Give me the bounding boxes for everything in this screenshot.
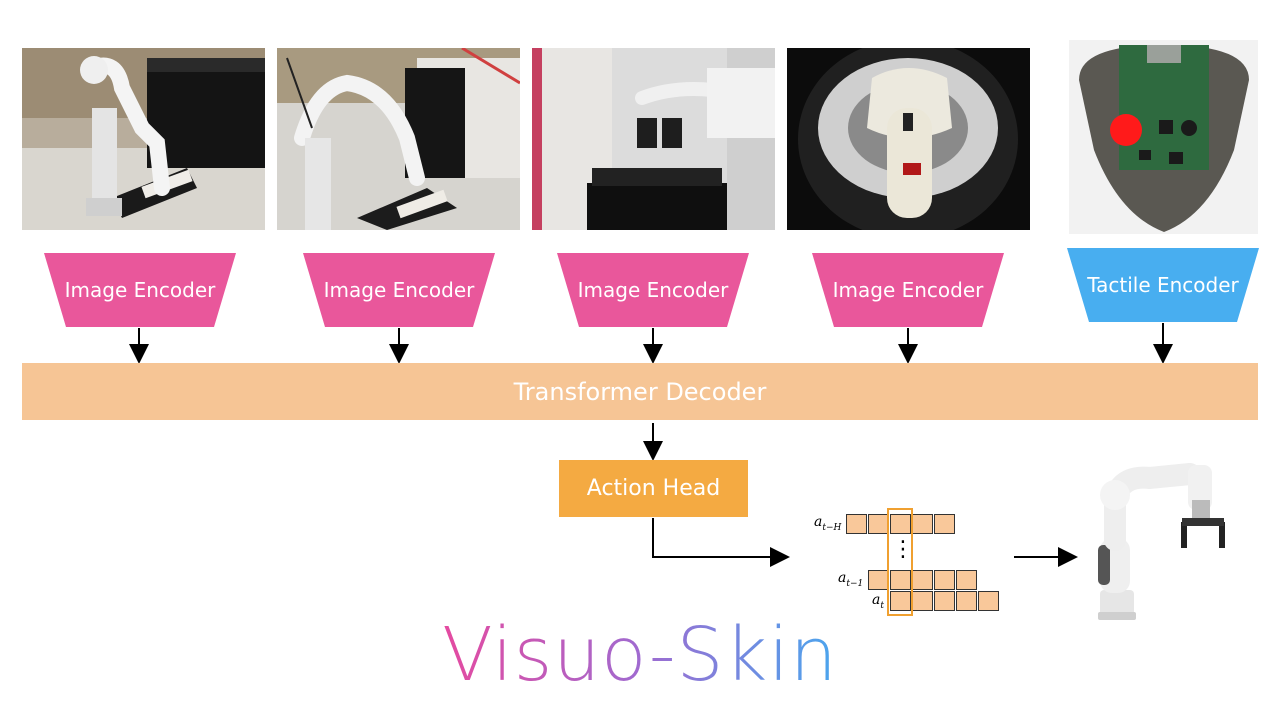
camera-photo-1 <box>22 48 265 230</box>
tactile-encoder-label: Tactile Encoder <box>1087 273 1239 297</box>
wrist-camera-photo <box>787 48 1030 230</box>
tactile-sensor-photo <box>1069 40 1258 234</box>
image-encoder-1: Image Encoder <box>44 253 236 327</box>
tactile-encoder: Tactile Encoder <box>1067 248 1259 322</box>
camera-photo-2 <box>277 48 520 230</box>
arrow-head-chunk <box>652 518 790 567</box>
image-encoder-3-label: Image Encoder <box>577 278 729 302</box>
page-title: Visuo-Skin <box>442 612 838 698</box>
image-encoder-4: Image Encoder <box>812 253 1004 327</box>
image-encoder-4-label: Image Encoder <box>832 278 984 302</box>
robot-arm-image <box>1098 463 1225 620</box>
camera-photo-3 <box>532 48 775 230</box>
image-encoder-2: Image Encoder <box>303 253 495 327</box>
image-encoder-1-label: Image Encoder <box>64 278 216 302</box>
transformer-decoder: Transformer Decoder <box>22 363 1258 420</box>
image-encoder-2-label: Image Encoder <box>323 278 475 302</box>
action-head: Action Head <box>559 460 748 517</box>
image-encoder-3: Image Encoder <box>557 253 749 327</box>
